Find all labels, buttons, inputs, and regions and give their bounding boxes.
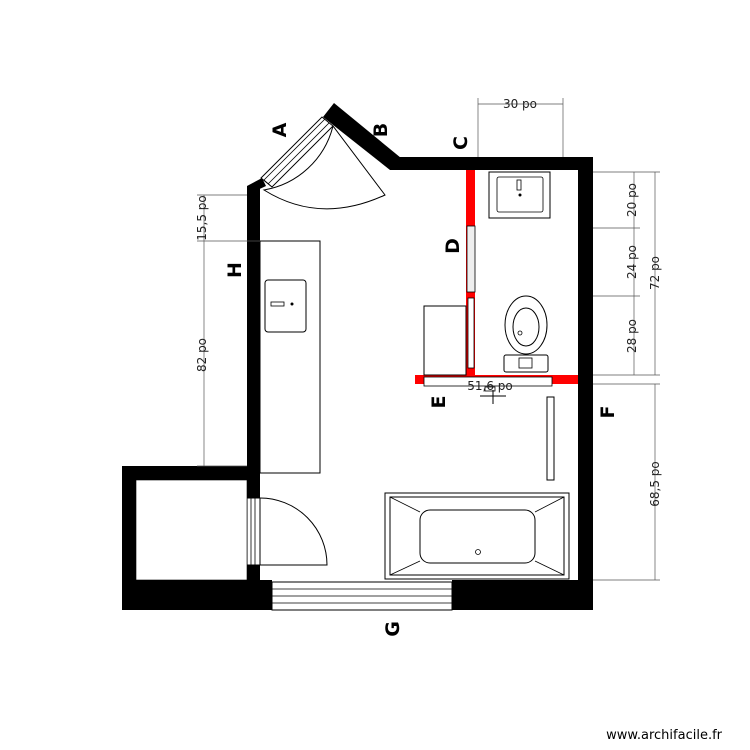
door-a-swing-arc [262, 125, 386, 210]
partitions [415, 170, 578, 387]
storage-cabinet [423, 305, 467, 376]
wc-sink-faucet [516, 179, 522, 191]
towel-bar [546, 396, 555, 481]
partition-door-d [466, 225, 476, 293]
wall-label-a: A [269, 122, 291, 137]
shower-valve [484, 386, 496, 392]
dim-right-top: 20 po [625, 183, 639, 217]
entry-door [260, 116, 386, 210]
vanity-faucet [270, 301, 285, 307]
wall-bottom-left [122, 580, 272, 610]
closet-door [246, 497, 328, 566]
bathtub-corner-br [534, 560, 565, 576]
toilet-tank-button [518, 357, 533, 369]
wall-bottom-right [452, 580, 593, 610]
wall-left-door-top [247, 480, 260, 498]
wall-left-upper [247, 186, 260, 480]
walls [122, 103, 593, 610]
dim-partition-width: 51,6 po [467, 379, 513, 393]
watermark-text[interactable]: www.archifacile.fr [606, 728, 722, 743]
vanity-drain [290, 302, 294, 306]
bathtub-basin [419, 509, 536, 564]
vanity-sink [264, 279, 307, 333]
dim-right-bottom: 68,5 po [648, 461, 662, 507]
bathtub-corner-bl [389, 560, 421, 576]
dim-right-lower: 28 po [625, 319, 639, 353]
door-a-leaf-line-3 [263, 179, 273, 188]
wall-right [578, 157, 593, 610]
wc-sink-drain [518, 193, 522, 197]
wall-closet-top [122, 466, 260, 480]
wall-top [390, 157, 593, 170]
bathtub-drain [475, 549, 481, 555]
door-a-leaf-line-2 [267, 122, 330, 185]
partition-glass-e [423, 376, 553, 387]
wall-label-g: G [382, 621, 404, 637]
closet-door-frame [246, 497, 261, 566]
wall-label-e: E [428, 396, 450, 409]
wall-label-f: F [597, 406, 619, 419]
dim-left-top: 15,5 po [195, 195, 209, 241]
wall-label-b: B [370, 123, 392, 137]
bathtub-corner-tr [534, 496, 565, 513]
vanity-counter [259, 240, 321, 474]
door-a-leaf-line-1 [263, 118, 326, 181]
bathtub-corner-tl [389, 496, 421, 513]
dim-top-width: 30 po [503, 97, 537, 111]
partition-door-d-lower [467, 297, 475, 369]
dim-left-main: 82 po [195, 338, 209, 372]
dim-right-total: 72 po [648, 256, 662, 290]
wall-labels: A B C D E F G H [224, 122, 619, 636]
dimension-lines [197, 98, 660, 581]
closet-interior [135, 479, 248, 581]
wall-label-d: D [442, 238, 464, 254]
wall-closet-left [122, 466, 136, 610]
wall-diagonal-b [323, 103, 401, 170]
closet-door-swing-arc [259, 497, 328, 566]
dim-right-middle: 24 po [625, 245, 639, 279]
toilet-seat [512, 307, 540, 347]
toilet-flush [517, 330, 523, 336]
dimension-labels: 30 po 20 po 24 po 28 po 72 po 68,5 po 15… [195, 97, 662, 507]
fixtures [135, 171, 570, 581]
window-bottom [271, 581, 453, 611]
wall-label-h: H [224, 262, 246, 278]
wall-label-c: C [450, 136, 472, 150]
